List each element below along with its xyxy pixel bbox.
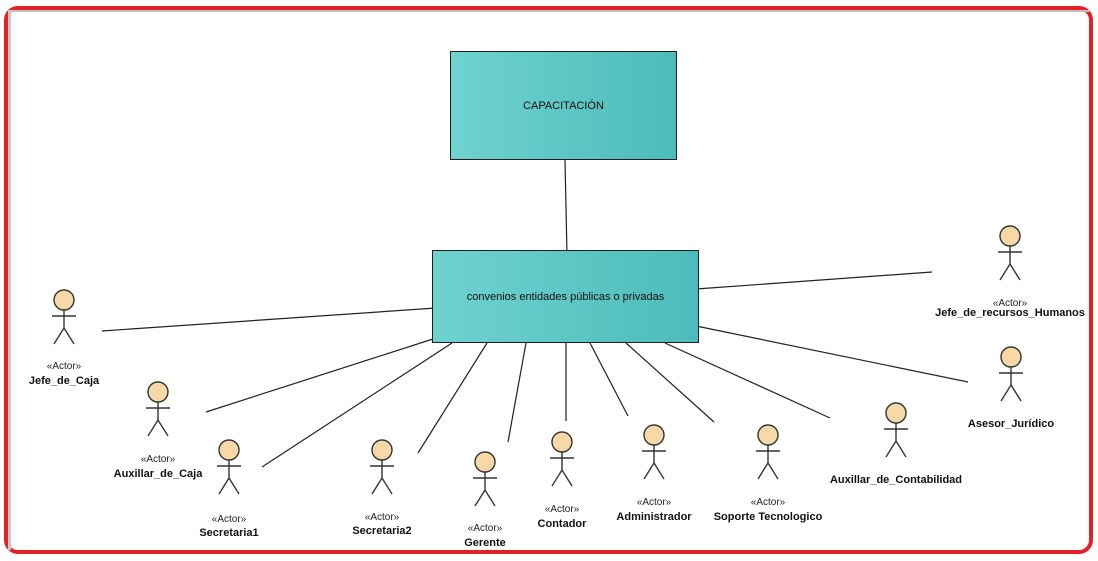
- actor-administrador-icon: [642, 424, 666, 480]
- actor-name: Secretaria2: [352, 525, 412, 537]
- association-line[interactable]: [589, 342, 629, 417]
- actor-stereotype: «Actor»: [46, 361, 82, 372]
- actor-name: Gerente: [464, 537, 506, 549]
- actor-soporte-tecnologico-icon: [756, 424, 780, 480]
- actor-stereotype: «Actor»: [364, 512, 400, 523]
- actor-stereotype: «Actor»: [636, 497, 672, 508]
- actor-auxiliar-de-contabilidad-icon: [884, 402, 908, 458]
- association-line[interactable]: [695, 325, 969, 383]
- frame-left-border: [8, 10, 11, 550]
- actor-stereotype: «Actor»: [992, 298, 1028, 309]
- actor-stereotype: «Actor»: [750, 497, 786, 508]
- convenios-label: convenios entidades públicas o privadas: [466, 290, 665, 303]
- actor-stereotype: «Actor»: [211, 514, 247, 525]
- association-line[interactable]: [205, 337, 437, 413]
- actor-name: Contador: [537, 518, 587, 530]
- actor-jefe-de-recursos-humanos-icon: [998, 225, 1022, 281]
- association-line[interactable]: [625, 342, 715, 423]
- association-line[interactable]: [261, 342, 453, 468]
- association-line[interactable]: [695, 271, 933, 290]
- convenios-box[interactable]: convenios entidades públicas o privadas: [432, 250, 699, 343]
- actor-gerente-icon: [473, 451, 497, 507]
- actor-stereotype: «Actor»: [467, 523, 503, 534]
- actor-stereotype: «Actor»: [140, 454, 176, 465]
- actor-name: Auxillar_de_Caja: [113, 468, 203, 480]
- actor-auxiliar-de-caja-icon: [146, 381, 170, 437]
- association-line[interactable]: [101, 307, 437, 332]
- actor-contador-icon: [550, 431, 574, 487]
- actor-asesor-juridico-icon: [999, 346, 1023, 402]
- actor-name: Administrador: [616, 511, 692, 523]
- association-line[interactable]: [507, 342, 527, 443]
- actor-secretaria1-icon: [217, 439, 241, 495]
- actor-name: Asesor_Jurídico: [967, 418, 1055, 430]
- actor-name: Auxillar_de_Contabilidad: [829, 474, 963, 486]
- association-line[interactable]: [564, 159, 568, 256]
- actor-name: Soporte Tecnologico: [713, 511, 823, 523]
- capacitacion-box[interactable]: CAPACITACIÓN: [450, 51, 677, 160]
- actor-secretaria2-icon: [370, 439, 394, 495]
- association-line[interactable]: [417, 342, 488, 454]
- actor-jefe-de-caja-icon: [52, 289, 76, 345]
- association-line[interactable]: [664, 342, 831, 419]
- actor-stereotype: «Actor»: [544, 504, 580, 515]
- capacitacion-label: CAPACITACIÓN: [523, 99, 604, 112]
- actor-name: Jefe_de_Caja: [28, 375, 100, 387]
- frame-top-border: [8, 10, 1089, 12]
- actor-name: Secretaria1: [199, 527, 259, 539]
- actor-name: Jefe_de_recursos_Humanos: [935, 307, 1085, 319]
